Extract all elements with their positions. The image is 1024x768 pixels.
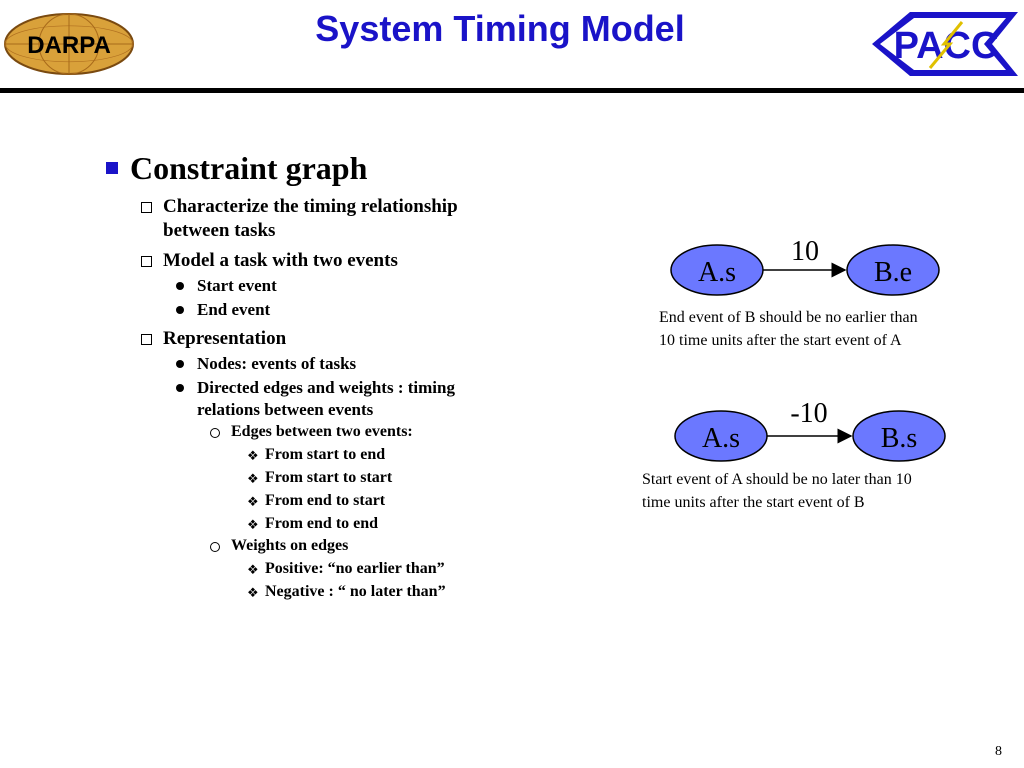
bullet-square-icon: [106, 162, 118, 174]
item-positive: Positive: “no earlier than”: [265, 560, 445, 577]
bullet-diamond-icon: ❖: [247, 585, 259, 600]
bullet-hollow-square-icon: [141, 256, 152, 267]
bullet-hollow-square-icon: [141, 334, 152, 345]
item-model: Model a task with two events: [163, 250, 398, 271]
pacc-logo: PACC: [872, 12, 1018, 76]
item-directed-line2: relations between events: [197, 400, 374, 419]
bullet-dot-icon: [176, 282, 184, 290]
item-from-start-to-end: From start to end: [265, 446, 386, 463]
node-b-end-1-label: B.e: [874, 257, 912, 288]
bullet-diamond-icon: ❖: [247, 494, 259, 509]
diagram1-caption-line2: 10 time units after the start event of A: [659, 332, 902, 349]
item-weights: Weights on edges: [231, 537, 349, 554]
node-a-start-2-label: A.s: [702, 423, 740, 454]
item-nodes: Nodes: events of tasks: [197, 354, 357, 373]
darpa-logo-text: DARPA: [27, 32, 111, 59]
diagram1-caption-line1: End event of B should be no earlier than: [659, 309, 918, 326]
node-a-start-1-label: A.s: [698, 257, 736, 288]
bullet-diamond-icon: ❖: [247, 471, 259, 486]
bullet-diamond-icon: ❖: [247, 517, 259, 532]
pacc-logo-text: PACC: [894, 25, 999, 67]
item-start-event: Start event: [197, 276, 277, 295]
item-characterize-line1: Characterize the timing relationship: [163, 196, 458, 217]
edge-2-weight: -10: [790, 398, 827, 429]
bullet-diamond-icon: ❖: [247, 448, 259, 463]
item-from-end-to-end: From end to end: [265, 515, 379, 532]
node-b-start-2-label: B.s: [881, 423, 918, 454]
title-divider: [0, 88, 1024, 93]
item-characterize-line2: between tasks: [163, 220, 276, 241]
item-directed-line1: Directed edges and weights : timing: [197, 378, 455, 397]
bullet-circle-icon: [210, 542, 220, 552]
diagram2-caption-line1: Start event of A should be no later than…: [642, 471, 912, 488]
node-b-start-2: [852, 410, 946, 462]
heading-constraint-graph: Constraint graph: [130, 150, 368, 186]
item-from-end-to-start: From end to start: [265, 492, 386, 509]
edge-1-weight: 10: [791, 236, 819, 267]
item-edges-between: Edges between two events:: [231, 423, 413, 440]
bullet-dot-icon: [176, 360, 184, 368]
page-title: System Timing Model: [315, 8, 685, 49]
darpa-logo: DARPA: [4, 13, 134, 75]
bullet-dot-icon: [176, 384, 184, 392]
page-number: 8: [995, 744, 1002, 759]
constraint-graph-diagrams: A.s B.e 10 A.s B.s -10: [670, 236, 946, 462]
item-from-start-to-start: From start to start: [265, 469, 393, 486]
item-end-event: End event: [197, 300, 271, 319]
bullet-hollow-square-icon: [141, 202, 152, 213]
node-b-end-1: [846, 244, 940, 296]
bullet-circle-icon: [210, 428, 220, 438]
item-representation: Representation: [163, 328, 287, 349]
bullet-diamond-icon: ❖: [247, 562, 259, 577]
item-negative: Negative : “ no later than”: [265, 583, 446, 600]
bullet-dot-icon: [176, 306, 184, 314]
diagram2-caption-line2: time units after the start event of B: [642, 494, 865, 511]
